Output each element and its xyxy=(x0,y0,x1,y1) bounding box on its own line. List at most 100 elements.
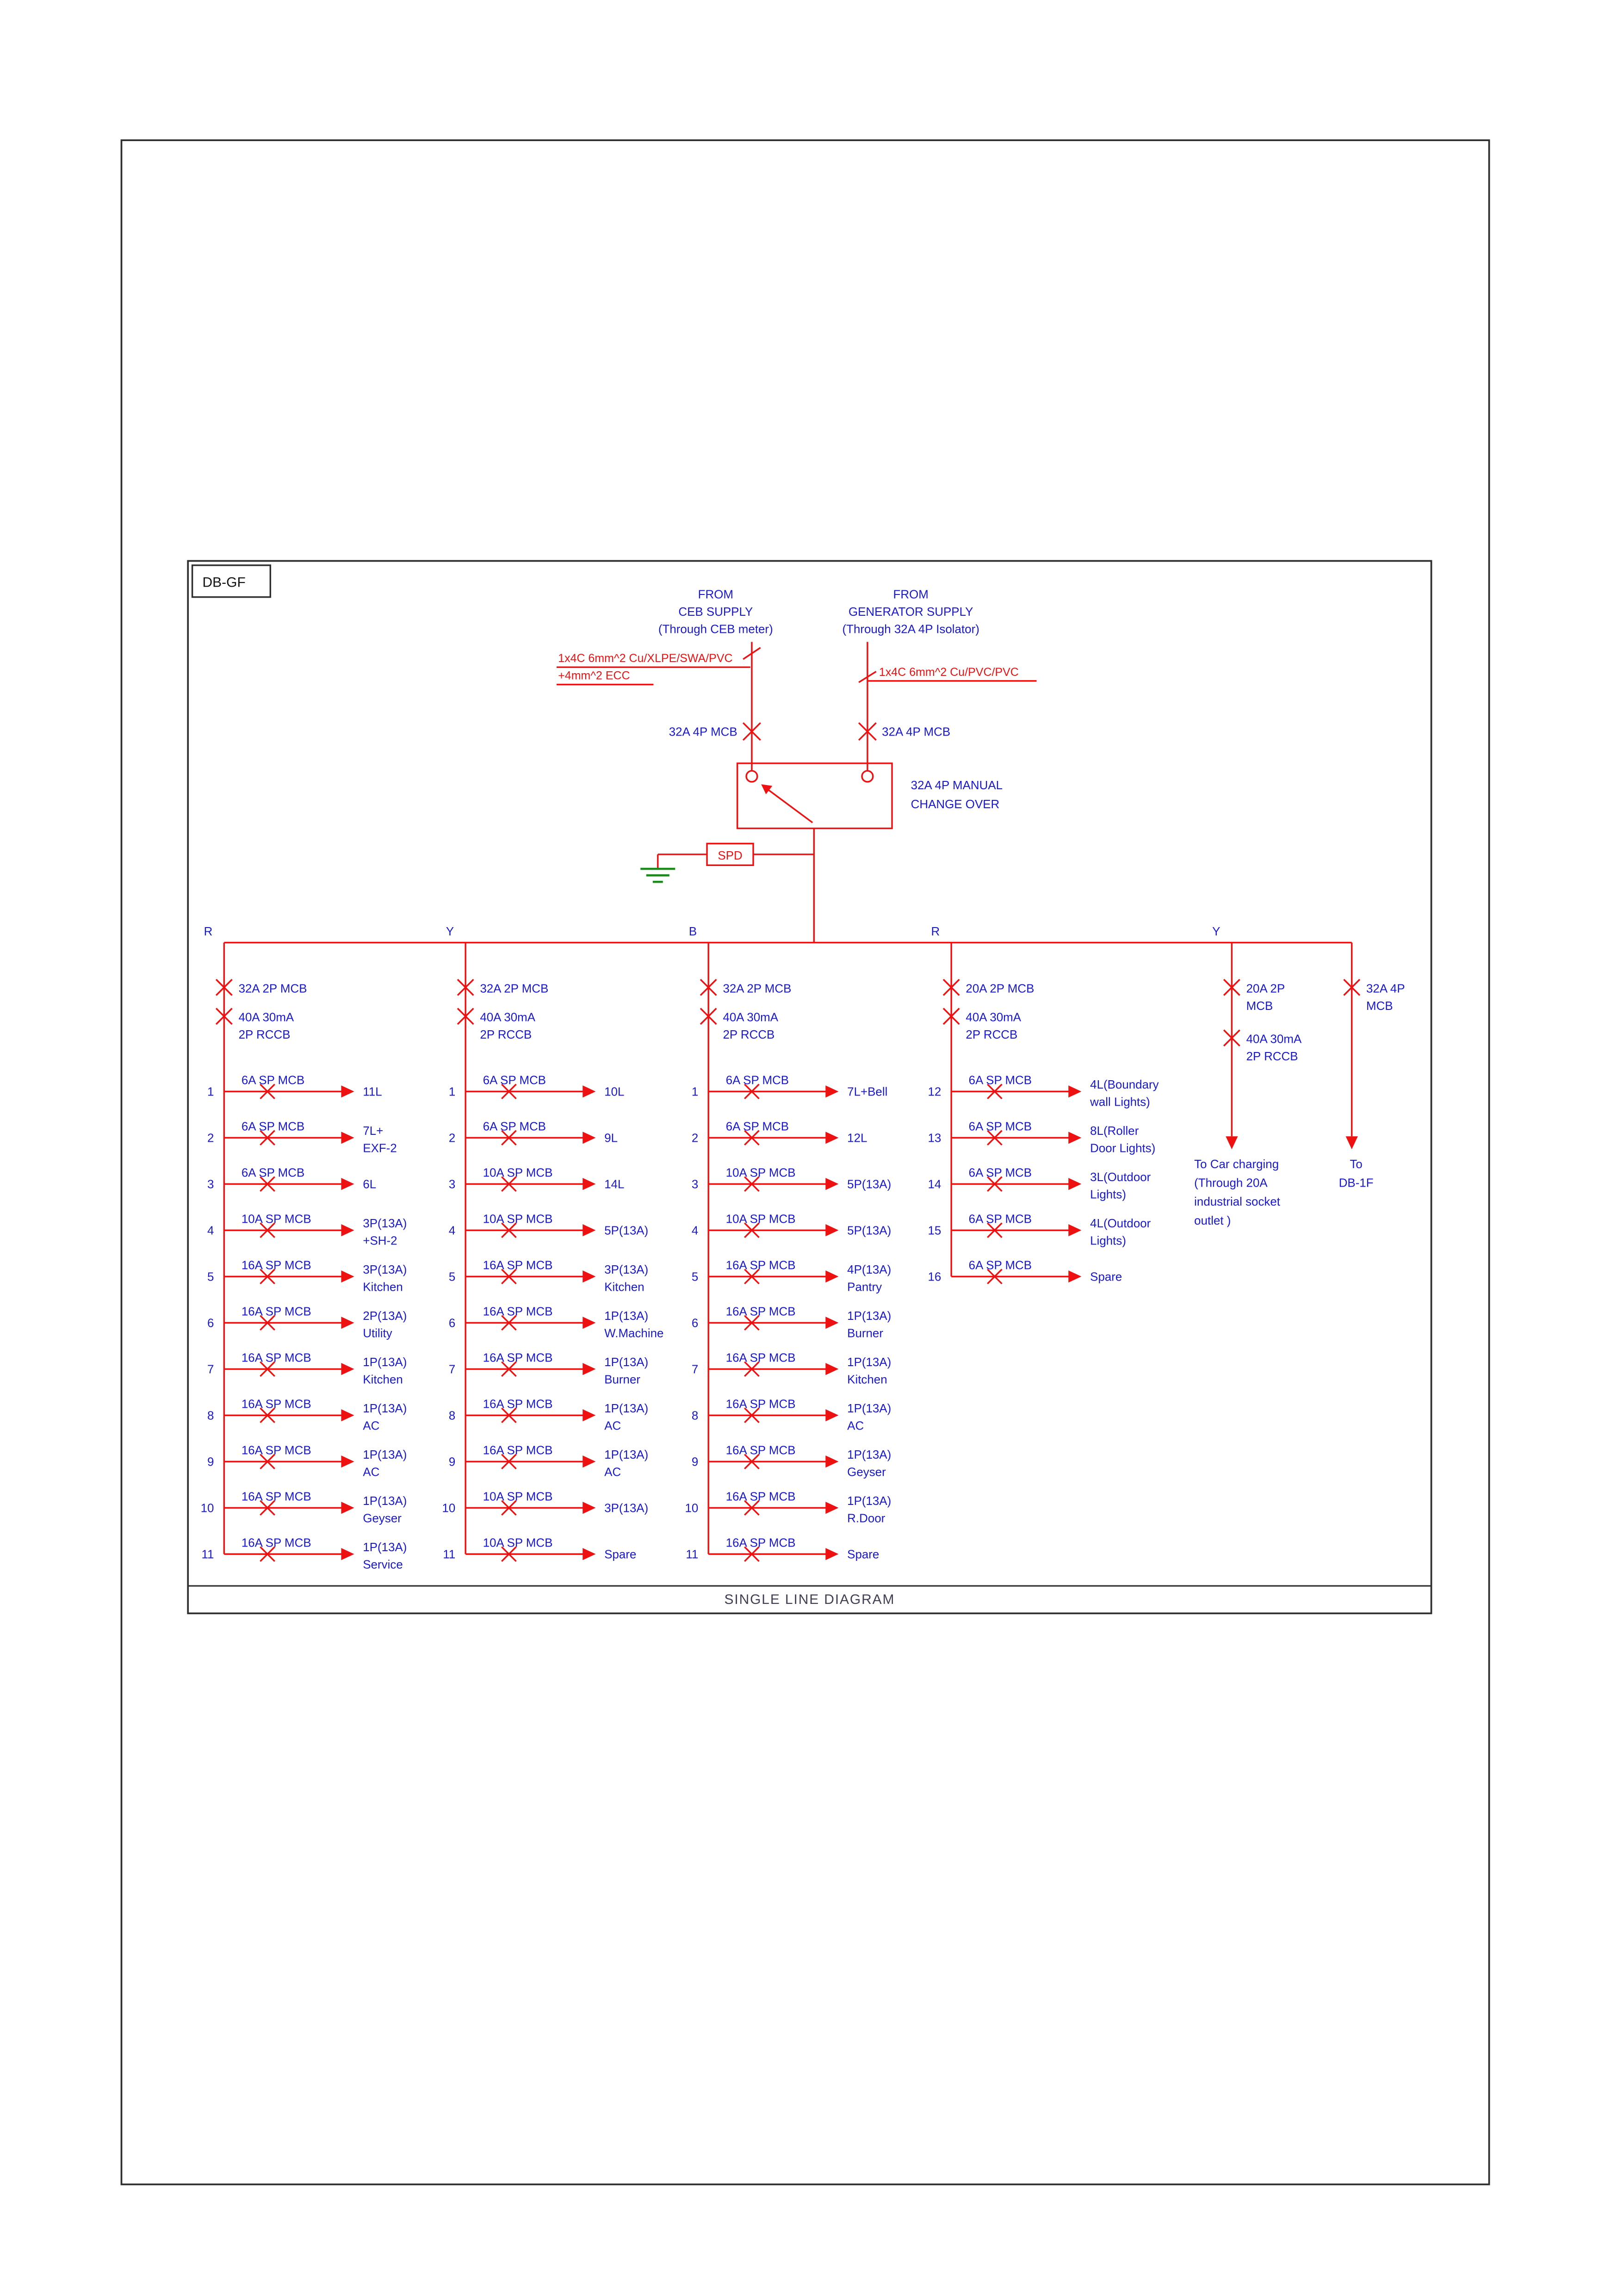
dest-label: To xyxy=(1350,1158,1362,1171)
breaker-x xyxy=(501,1500,517,1516)
arrowhead-right xyxy=(582,1409,596,1422)
breaker-x xyxy=(457,1008,474,1025)
main-breaker-label: 20A 2P MCB xyxy=(966,982,1034,995)
cable-label: 1x4C 6mm^2 Cu/PVC/PVC xyxy=(879,666,1019,679)
arrowhead-right xyxy=(582,1548,596,1560)
circuit-number: 1 xyxy=(692,1086,698,1099)
circuit-number: 8 xyxy=(449,1410,455,1423)
circuit-number: 12 xyxy=(928,1086,941,1099)
load-label: Burner xyxy=(604,1374,640,1386)
rccb-label: 2P RCCB xyxy=(480,1028,532,1041)
breaker-x xyxy=(457,978,474,996)
circuit-breaker-label: 6A SP MCB xyxy=(242,1167,304,1180)
source-label: (Through 32A 4P Isolator) xyxy=(842,623,979,636)
circuit-number: 11 xyxy=(202,1548,214,1561)
circuit-breaker-label: 16A SP MCB xyxy=(726,1444,796,1457)
arrowhead-right xyxy=(825,1132,839,1144)
breaker-x xyxy=(744,1176,760,1192)
circuit-number: 2 xyxy=(449,1132,455,1145)
breaker-x xyxy=(987,1222,1003,1238)
load-label: AC xyxy=(604,1466,621,1479)
breaker-x xyxy=(501,1222,517,1238)
arrowhead-right xyxy=(341,1178,354,1190)
cable-label: 1x4C 6mm^2 Cu/XLPE/SWA/PVC xyxy=(558,652,732,665)
circuit-number: 2 xyxy=(692,1132,698,1145)
changeover-pole xyxy=(861,770,874,783)
load-label: Kitchen xyxy=(604,1281,644,1294)
changeover-pole xyxy=(745,770,758,783)
breaker-x xyxy=(501,1315,517,1331)
switch-arm-arrow xyxy=(761,784,773,794)
arrowhead-down xyxy=(1226,1136,1238,1150)
rccb-label: 2P RCCB xyxy=(723,1028,774,1041)
load-label: AC xyxy=(604,1420,621,1433)
phase-label: R xyxy=(931,925,940,938)
load-label: Pantry xyxy=(847,1281,882,1294)
circuit-breaker-label: 16A SP MCB xyxy=(726,1352,796,1365)
breaker-x xyxy=(742,722,761,741)
spd-label: SPD xyxy=(718,849,742,862)
breaker-x xyxy=(501,1361,517,1377)
circuit-breaker-label: 6A SP MCB xyxy=(483,1074,546,1087)
circuit-number: 9 xyxy=(207,1456,214,1469)
load-label: Lights) xyxy=(1090,1188,1126,1201)
load-label: 3L(Outdoor xyxy=(1090,1171,1151,1184)
breaker-x xyxy=(744,1083,760,1100)
breaker-x xyxy=(744,1500,760,1516)
breaker-x xyxy=(700,978,717,996)
load-label: 3P(13A) xyxy=(363,1263,407,1276)
arrowhead-right xyxy=(825,1455,839,1468)
load-label: 14L xyxy=(604,1178,624,1191)
circuit-number: 14 xyxy=(928,1178,941,1191)
load-label: 4L(Outdoor xyxy=(1090,1217,1151,1230)
load-label: 1P(13A) xyxy=(363,1495,407,1508)
arrowhead-right xyxy=(341,1363,354,1375)
board-label: DB-GF xyxy=(202,575,245,590)
circuit-breaker-label: 10A SP MCB xyxy=(483,1167,553,1180)
circuit-breaker-label: 16A SP MCB xyxy=(242,1398,311,1411)
arrowhead-right xyxy=(341,1085,354,1098)
breaker-x xyxy=(260,1222,275,1238)
load-label: Geyser xyxy=(363,1512,402,1525)
source-label: FROM xyxy=(698,588,733,601)
diagram-title: SINGLE LINE DIAGRAM xyxy=(725,1592,895,1607)
breaker-x xyxy=(260,1454,275,1470)
phase-label: Y xyxy=(1212,925,1220,938)
changeover-label: 32A 4P MANUAL xyxy=(911,779,1003,792)
breaker-x xyxy=(501,1083,517,1100)
circuit-number: 4 xyxy=(449,1225,455,1238)
arrowhead-right xyxy=(341,1455,354,1468)
arrowhead-right xyxy=(341,1270,354,1283)
circuit-breaker-label: 6A SP MCB xyxy=(969,1167,1032,1180)
circuit-number: 13 xyxy=(928,1132,941,1145)
dest-label: To Car charging xyxy=(1194,1158,1279,1171)
load-label: 12L xyxy=(847,1132,867,1145)
breaker-x xyxy=(744,1546,760,1562)
load-label: 1P(13A) xyxy=(604,1310,648,1323)
breaker-x xyxy=(1223,978,1240,996)
breaker-x xyxy=(501,1130,517,1146)
breaker-x xyxy=(700,1008,717,1025)
circuit-number: 6 xyxy=(207,1317,214,1330)
cable-label: +4mm^2 ECC xyxy=(558,669,630,682)
circuit-breaker-label: 16A SP MCB xyxy=(726,1306,796,1318)
load-label: 11L xyxy=(363,1086,382,1099)
circuit-breaker-label: 10A SP MCB xyxy=(483,1537,553,1550)
arrowhead-right xyxy=(1068,1132,1082,1144)
source-label: GENERATOR SUPPLY xyxy=(849,606,973,619)
load-label: 1P(13A) xyxy=(363,1356,407,1369)
load-label: wall Lights) xyxy=(1090,1096,1150,1109)
arrowhead-right xyxy=(825,1270,839,1283)
load-label: Burner xyxy=(847,1327,883,1340)
breaker-label: 32A 4P MCB xyxy=(882,726,950,739)
load-label: 1P(13A) xyxy=(847,1356,891,1369)
rccb-label: 40A 30mA xyxy=(480,1011,535,1024)
breaker-x xyxy=(744,1269,760,1285)
circuit-number: 11 xyxy=(686,1548,698,1561)
breaker-x xyxy=(260,1269,275,1285)
phase-label: Y xyxy=(446,925,454,938)
load-label: 1P(13A) xyxy=(847,1310,891,1323)
circuit-number: 7 xyxy=(449,1363,455,1376)
